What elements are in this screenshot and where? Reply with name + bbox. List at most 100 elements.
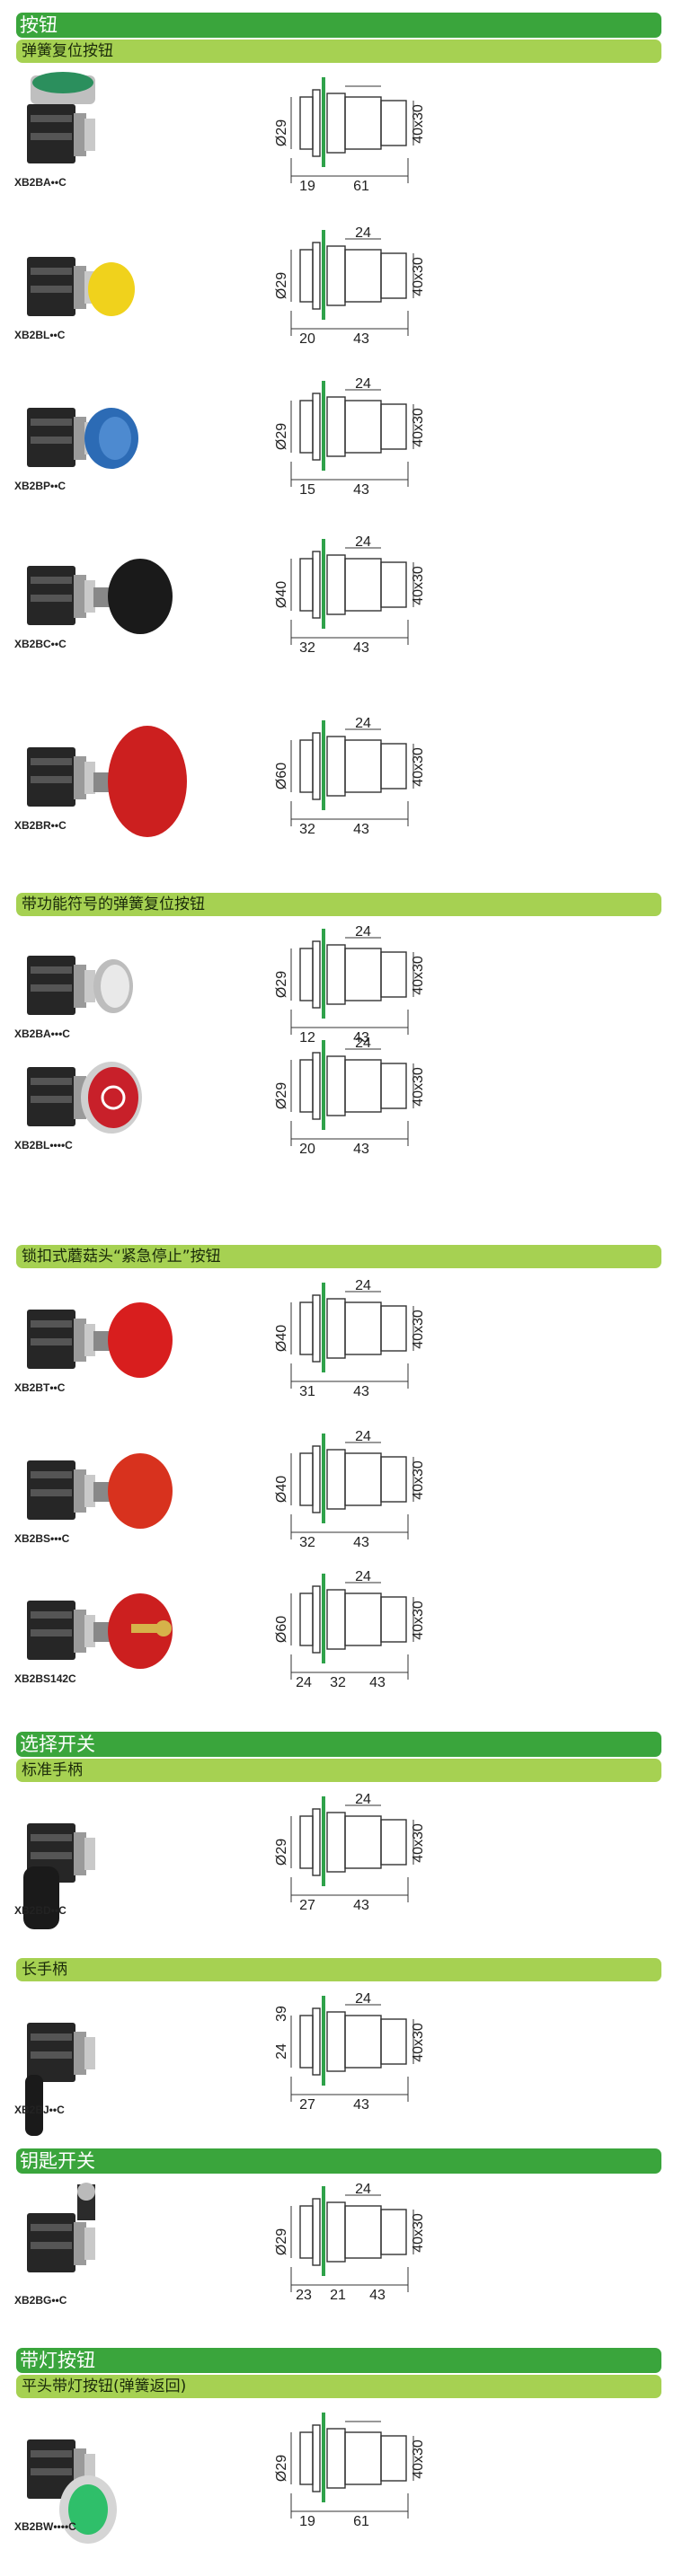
- dimension-drawing-shapes: [290, 1434, 414, 1539]
- diameter-label: Ø60: [274, 1616, 289, 1643]
- bottom-dimension-label: 43: [353, 640, 369, 656]
- product-photo: [25, 2023, 95, 2136]
- diameter-label: Ø29: [274, 1082, 289, 1109]
- product-photo: [27, 2439, 117, 2544]
- body-size-label: 40x30: [411, 1310, 426, 1349]
- product-photo: [27, 2183, 95, 2272]
- top-dimension-label: 24: [355, 1036, 371, 1051]
- diameter-label: Ø29: [274, 119, 289, 146]
- section-header-selector-switch: 选择开关: [16, 1732, 661, 1757]
- product-photo: [27, 726, 187, 837]
- diameter-label: Ø40: [274, 581, 289, 608]
- product-code: XB2BG••C: [14, 2294, 67, 2307]
- dimension-drawing: Ø40 40x30 24 31 43: [274, 1278, 426, 1399]
- body-size-label: 40x30: [411, 566, 426, 605]
- top-dimension-label: 24: [355, 716, 371, 731]
- dimension-drawing-shapes: [290, 381, 414, 487]
- bottom-dimension-label: 32: [299, 1535, 315, 1550]
- product-photo: [27, 1593, 173, 1669]
- dimension-drawing-shapes: [290, 1283, 414, 1389]
- dimension-drawing-shapes: [290, 720, 414, 826]
- body-size-label: 40x30: [411, 2439, 426, 2479]
- product-photo: [27, 956, 133, 1015]
- top-dimension-label: 24: [355, 924, 371, 940]
- section-header-key-switch: 钥匙开关: [16, 2148, 661, 2174]
- bottom-dimension-label: 19: [299, 179, 315, 194]
- subsection-header-standard-handle: 标准手柄: [16, 1759, 661, 1782]
- product-code: XB2BR••C: [14, 819, 67, 832]
- product-code: XB2BW••••C: [14, 2520, 76, 2533]
- bottom-dimension-label: 43: [353, 1030, 369, 1045]
- body-size-label: 40x30: [411, 104, 426, 144]
- bottom-dimension-label: 15: [299, 482, 315, 498]
- top-dimension-label: 24: [355, 534, 371, 550]
- body-size-label: 40x30: [411, 2023, 426, 2062]
- product-photo-shapes: [27, 72, 95, 163]
- top-dimension-label: 24: [355, 1429, 371, 1444]
- product-photo-shapes: [27, 2183, 95, 2272]
- product-code: XB2BA••C: [14, 176, 67, 189]
- diameter-label: Ø29: [274, 1839, 289, 1866]
- bottom-dimension-label: 20: [299, 1142, 315, 1157]
- product-photo: [27, 1453, 173, 1529]
- bottom-dimension-label: 43: [353, 1142, 369, 1157]
- product-photo: [27, 1062, 142, 1134]
- bottom-dimension-label: 43: [353, 1384, 369, 1399]
- product-photo-shapes: [27, 1453, 173, 1529]
- bottom-dimension-label: 43: [353, 822, 369, 837]
- body-size-label: 40x30: [411, 956, 426, 995]
- product-photo-shapes: [27, 1062, 142, 1134]
- top-dimension-label: 24: [355, 2182, 371, 2197]
- diameter-label: Ø40: [274, 1325, 289, 1352]
- bottom-dimension-label: 61: [353, 2514, 369, 2529]
- product-photo: [23, 1823, 95, 1929]
- bottom-dimension-label: 27: [299, 1898, 315, 1913]
- body-size-label: 40x30: [411, 1601, 426, 1640]
- product-code: XB2BJ••C: [14, 2104, 65, 2116]
- dimension-drawing-shapes: [290, 1996, 414, 2102]
- dimension-drawing-shapes: [290, 2186, 414, 2292]
- bottom-dimension-label: 43: [369, 1675, 386, 1690]
- body-size-label: 40x30: [411, 2213, 426, 2253]
- product-code: XB2BD••C: [14, 1904, 67, 1917]
- product-photo-shapes: [27, 559, 173, 634]
- product-photo-shapes: [27, 956, 133, 1015]
- diameter-label: Ø29: [274, 971, 289, 998]
- bottom-dimension-label: 31: [299, 1384, 315, 1399]
- top-dimension-label: 24: [355, 1278, 371, 1293]
- product-code: XB2BS142C: [14, 1672, 76, 1685]
- bottom-dimension-label: 32: [299, 640, 315, 656]
- bottom-dimension-label: 24: [296, 1675, 312, 1690]
- dimension-drawing-shapes: [290, 929, 414, 1035]
- dimension-drawing-shapes: [290, 539, 414, 645]
- product-code: XB2BL••••C: [14, 1139, 73, 1151]
- diameter-label: Ø40: [274, 1476, 289, 1503]
- dimension-drawing-shapes: [290, 1040, 414, 1146]
- bottom-dimension-label: 12: [299, 1030, 315, 1045]
- bottom-dimension-label: 21: [330, 2288, 346, 2303]
- product-photo: [27, 257, 135, 316]
- top-dimension-label: 24: [355, 225, 371, 241]
- body-size-label: 40x30: [411, 1823, 426, 1863]
- product-photo-shapes: [27, 408, 138, 469]
- bottom-dimension-label: 32: [299, 822, 315, 837]
- body-size-label: 40x30: [411, 1460, 426, 1500]
- section-header-illuminated-button: 带灯按钮: [16, 2348, 661, 2373]
- subsection-header-function-symbol: 带功能符号的弹簧复位按钮: [16, 893, 661, 916]
- bottom-dimension-label: 27: [299, 2097, 315, 2113]
- product-photo-shapes: [25, 2023, 95, 2136]
- top-dimension-label: 24: [355, 1991, 371, 2007]
- diameter-label: Ø29: [274, 423, 289, 450]
- subsection-header-emergency-stop: 锁扣式蘑菇头“紧急停止”按钮: [16, 1245, 661, 1268]
- bottom-dimension-label: 43: [353, 1898, 369, 1913]
- bottom-dimension-label: 43: [353, 1535, 369, 1550]
- body-size-label: 40x30: [411, 408, 426, 447]
- product-photo-shapes: [23, 1823, 95, 1929]
- dimension-drawing: Ø40 40x30 24 32 43: [274, 534, 426, 656]
- diameter-label: Ø29: [274, 2455, 289, 2482]
